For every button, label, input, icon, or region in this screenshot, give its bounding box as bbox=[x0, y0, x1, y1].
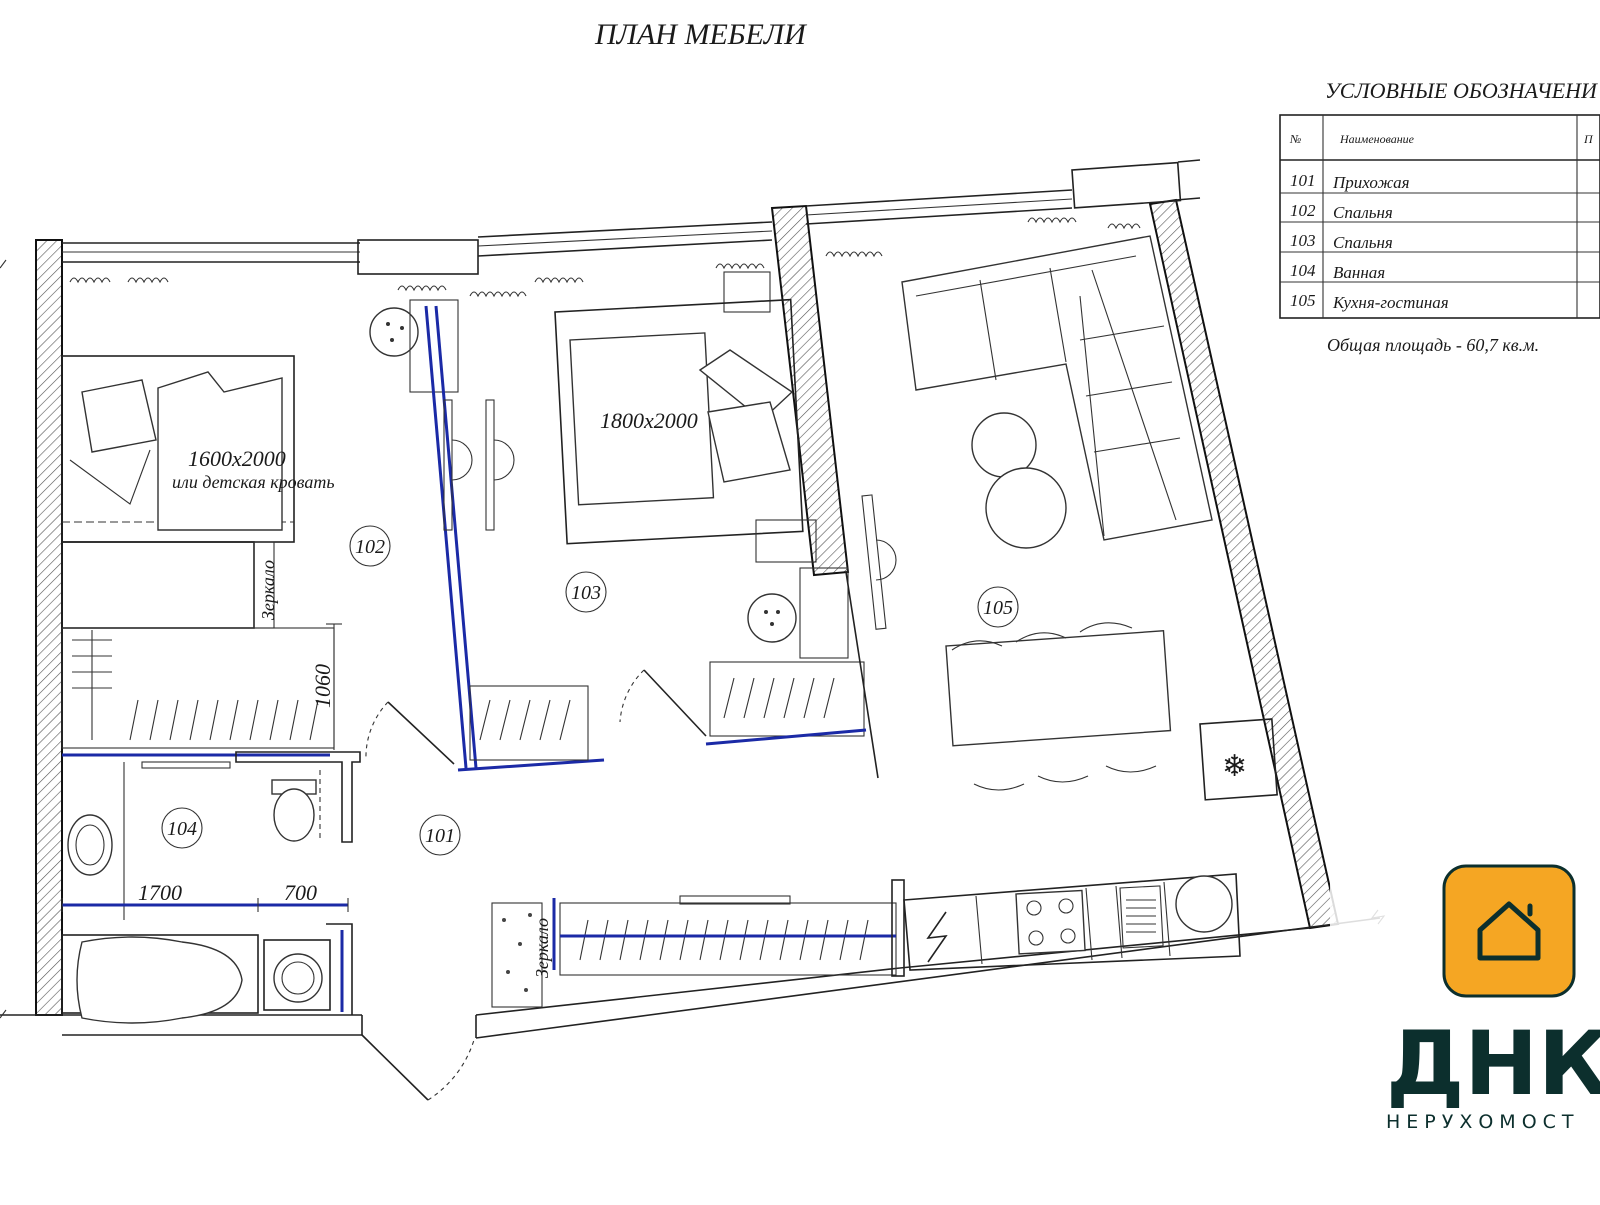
room-label-104 bbox=[161, 807, 203, 849]
legend-row-name: Кухня-гостиная bbox=[1332, 293, 1449, 312]
dimension-700: 700 bbox=[284, 880, 317, 905]
logo-badge bbox=[1442, 864, 1576, 998]
legend-row-num: 103 bbox=[1290, 231, 1316, 250]
mirror-label: Зеркало bbox=[532, 918, 552, 978]
room-label-101 bbox=[419, 814, 461, 856]
room-number: 104 bbox=[167, 818, 197, 840]
legend-title: УСЛОВНЫЕ ОБОЗНАЧЕНИ bbox=[1325, 78, 1598, 103]
exterior-bottom bbox=[0, 917, 1381, 1101]
lightning-icon bbox=[926, 911, 948, 963]
room-104: 1060 1700 700 104 bbox=[61, 623, 361, 1024]
legend-row-name: Ванная bbox=[1333, 263, 1385, 282]
room-number: 105 bbox=[983, 597, 1013, 619]
mirror-label: Зеркало bbox=[258, 560, 278, 620]
snowflake-icon: ❄ bbox=[1222, 750, 1247, 783]
logo-name: ДНК bbox=[1386, 1012, 1600, 1115]
brand-logo: ДНК НЕРУХОМОСТ bbox=[1330, 830, 1600, 1200]
plan-title: ПЛАН МЕБЕЛИ bbox=[594, 18, 808, 51]
total-area: Общая площадь - 60,7 кв.м. bbox=[1327, 335, 1539, 355]
legend-row-name: Прихожая bbox=[1332, 173, 1410, 192]
legend-row-name: Спальня bbox=[1333, 203, 1393, 222]
room-number: 101 bbox=[425, 825, 455, 847]
dimension-1700: 1700 bbox=[138, 880, 182, 905]
legend-header-name: Наименование bbox=[1339, 132, 1415, 146]
legend-row-name: Спальня bbox=[1333, 233, 1393, 252]
bed-1800-size: 1800x2000 bbox=[600, 408, 698, 433]
house-icon bbox=[1477, 901, 1541, 961]
room-label-103 bbox=[565, 571, 607, 613]
legend-header-extra: П bbox=[1583, 132, 1594, 146]
bed-1600-note: или детская кровать bbox=[172, 472, 335, 492]
partition-105 bbox=[845, 494, 897, 779]
partition-102-103 bbox=[424, 305, 605, 772]
room-105: 105 ❄ bbox=[0, 235, 1386, 1019]
legend-row-num: 102 bbox=[1290, 201, 1316, 220]
dimension-1060: 1060 bbox=[310, 664, 335, 708]
room-103: 1800x2000 103 bbox=[554, 271, 867, 746]
legend: УСЛОВНЫЕ ОБОЗНАЧЕНИ № Наименование П 101… bbox=[1279, 78, 1600, 355]
exterior-top bbox=[62, 159, 1201, 298]
room-label-102 bbox=[349, 525, 391, 567]
bed-1600-size: 1600x2000 bbox=[188, 446, 286, 471]
room-101: 101 Зеркало bbox=[365, 701, 905, 1008]
room-102: 1600x2000 или детская кровать Зеркало 10… bbox=[61, 299, 459, 629]
legend-header-num: № bbox=[1289, 132, 1301, 146]
legend-row-num: 101 bbox=[1290, 171, 1316, 190]
legend-row-num: 104 bbox=[1290, 261, 1316, 280]
logo-tagline: НЕРУХОМОСТ bbox=[1386, 1111, 1580, 1133]
room-number: 103 bbox=[571, 582, 601, 604]
room-number: 102 bbox=[355, 536, 385, 558]
room-label-105 bbox=[977, 586, 1019, 628]
legend-row-num: 105 bbox=[1290, 291, 1316, 310]
